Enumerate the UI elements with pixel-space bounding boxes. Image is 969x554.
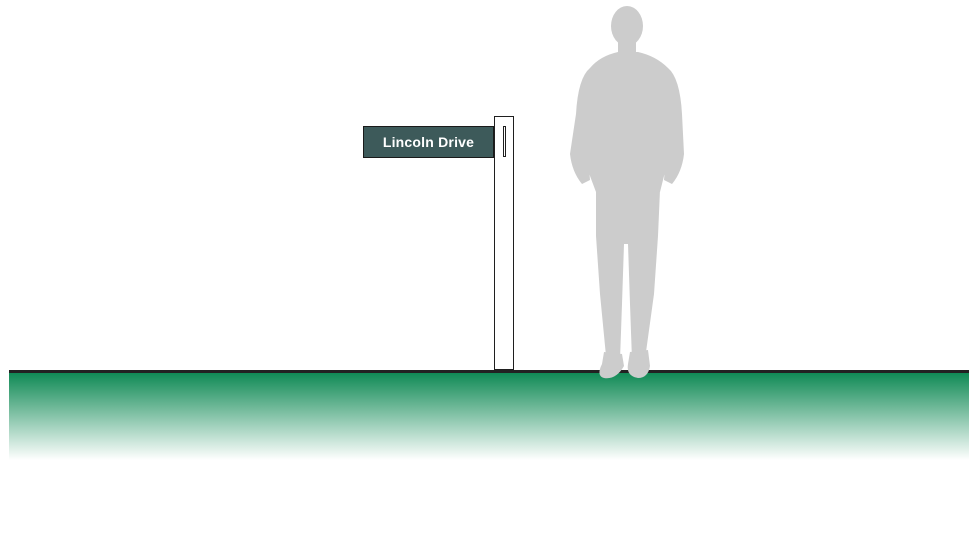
street-sign-label: Lincoln Drive (383, 134, 474, 150)
human-silhouette-icon (560, 4, 690, 380)
street-sign: Lincoln Drive (363, 126, 494, 158)
sign-post (494, 116, 514, 370)
ground (9, 370, 969, 460)
sign-mount-slot (503, 126, 506, 157)
grass-fill (9, 373, 969, 460)
